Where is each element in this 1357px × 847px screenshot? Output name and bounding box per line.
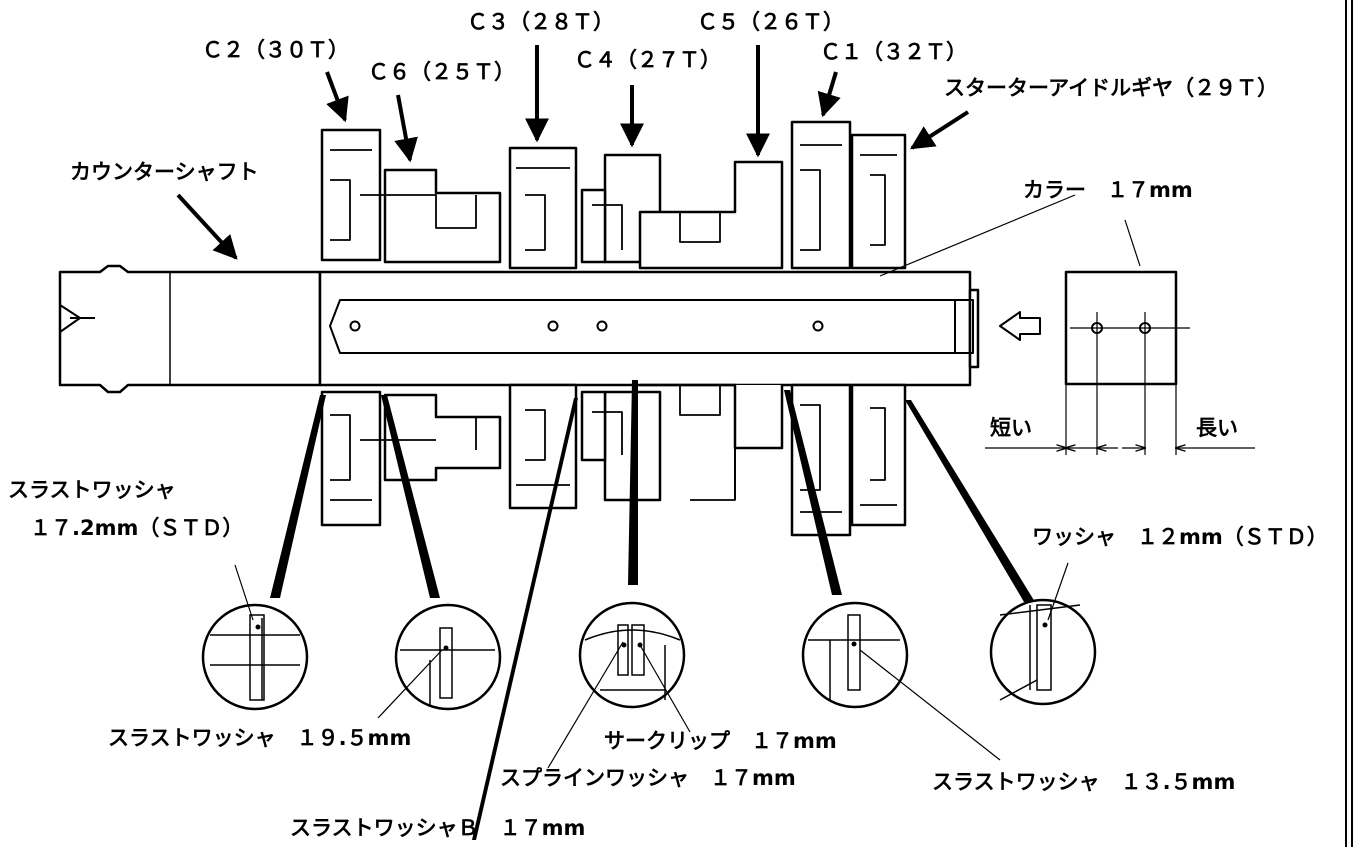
page-edge-line [1345, 0, 1347, 847]
detail-circle-thrust-washer-135 [801, 601, 909, 709]
gear-starter-idle [850, 133, 907, 527]
label-thrust-washer-b: スラストワッシャＢ １７mm [290, 816, 586, 840]
label-c4: Ｃ４（２７Ｔ） [574, 48, 721, 72]
gear-c2 [320, 128, 382, 527]
gear-c5 [638, 160, 784, 501]
label-spline-washer: スプラインワッシャ １７mm [500, 766, 796, 790]
label-c2: Ｃ２（３０Ｔ） [202, 38, 349, 62]
label-collar: カラー １７mm [1023, 178, 1193, 202]
label-countershaft: カウンターシャフト [70, 160, 259, 184]
detail-circle-washer-std [989, 598, 1097, 706]
arrow-c2 [325, 71, 349, 123]
detail-circle-circlip-spline [578, 601, 686, 709]
label-thrust-washer-195: スラストワッシャ １９.５mm [108, 726, 412, 750]
arrow-starter [909, 110, 970, 150]
detail-circle-thrust-washer-195 [394, 603, 502, 711]
arrow-countershaft [176, 193, 238, 260]
arrow-c1 [817, 71, 841, 118]
gear-c1 [790, 120, 852, 537]
countershaft-body [58, 264, 980, 394]
label-starter-idle-gear: スターターアイドルギヤ（２９Ｔ） [944, 76, 1279, 100]
label-circlip: サークリップ １７mm [604, 729, 837, 753]
page-edge-line [1351, 0, 1353, 847]
detail-circle-thrust-washer-std [201, 603, 309, 711]
label-long: 長い [1196, 416, 1238, 440]
label-thrust-washer-135: スラストワッシャ １３.５mm [932, 770, 1236, 794]
arrow-c6 [394, 94, 418, 163]
label-c1: Ｃ１（３２Ｔ） [820, 40, 967, 64]
label-c6: Ｃ６（２５Ｔ） [368, 60, 515, 84]
collar-detail [985, 270, 1255, 455]
label-thrust-washer-std-size: １７.2mm（ＳＴＤ） [30, 516, 244, 540]
label-c3: Ｃ３（２８Ｔ） [467, 10, 614, 34]
label-c5: Ｃ５（２６Ｔ） [697, 10, 844, 34]
label-short: 短い [990, 416, 1032, 440]
label-thrust-washer-std-title: スラストワッシャ [8, 478, 176, 502]
label-washer-std: ワッシャ １２mm（ＳＴＤ） [1032, 525, 1328, 549]
